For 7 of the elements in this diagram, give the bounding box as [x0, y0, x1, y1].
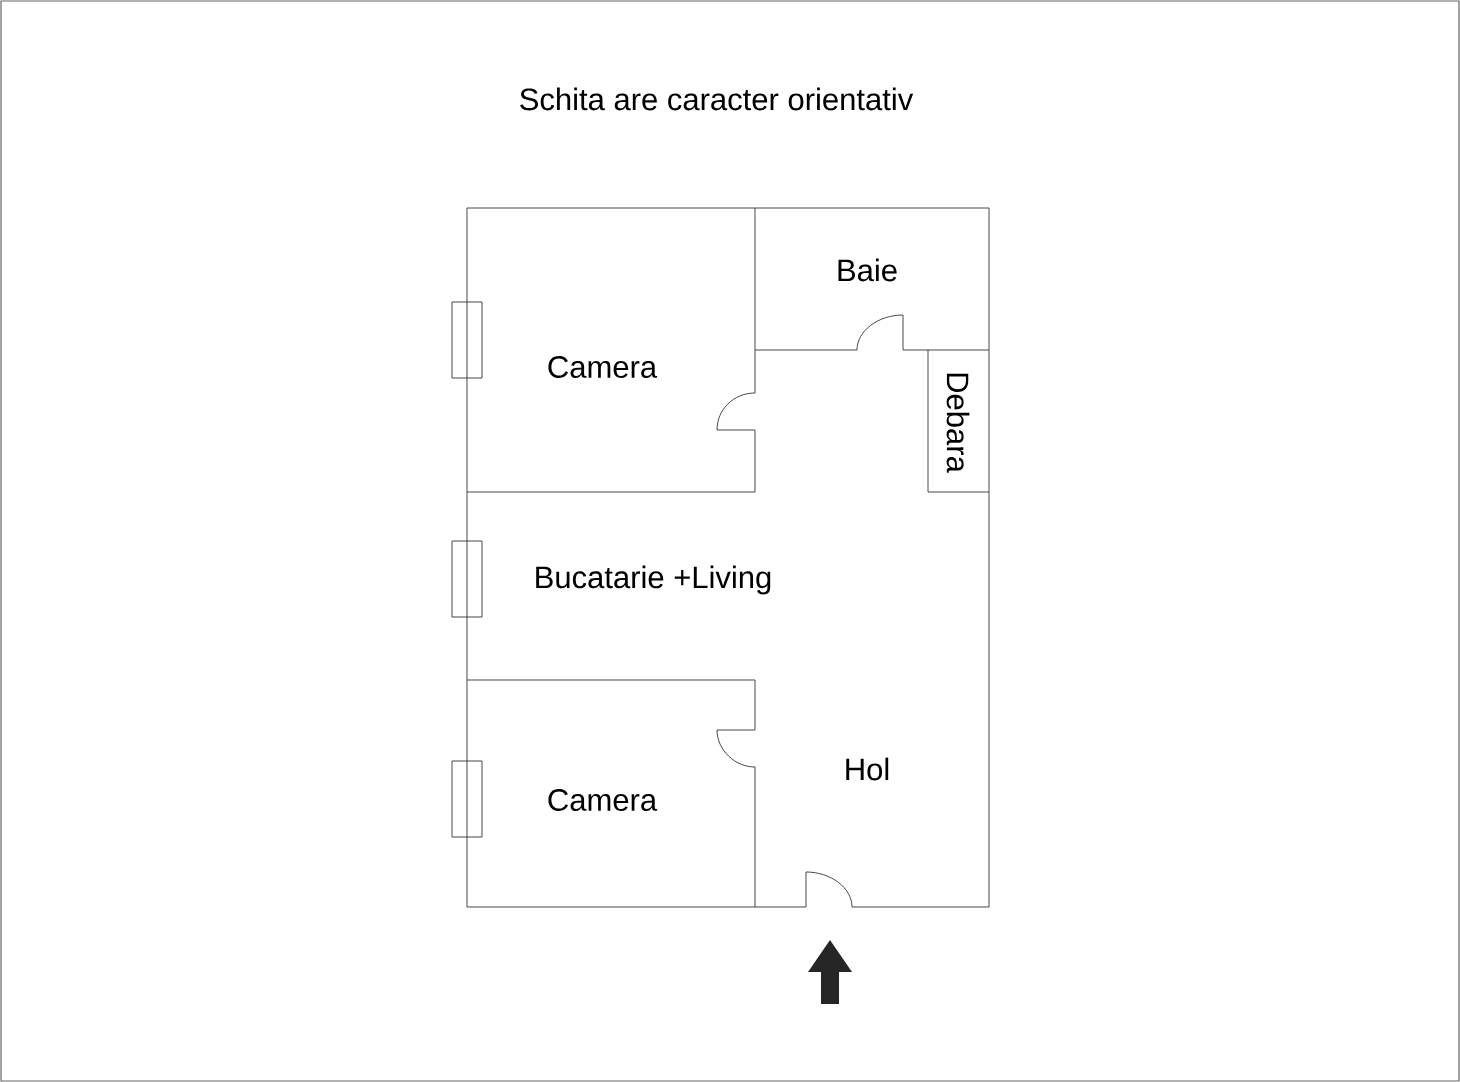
title: Schita are caracter orientativ [520, 87, 914, 111]
room-label: Camera [548, 356, 658, 378]
room-label: Bucatarie +Living [536, 565, 771, 595]
room-label: Hol [846, 757, 889, 781]
room-label: Baie [838, 258, 897, 282]
room-label: Camera [548, 789, 658, 811]
room-label: Debara [946, 373, 970, 473]
